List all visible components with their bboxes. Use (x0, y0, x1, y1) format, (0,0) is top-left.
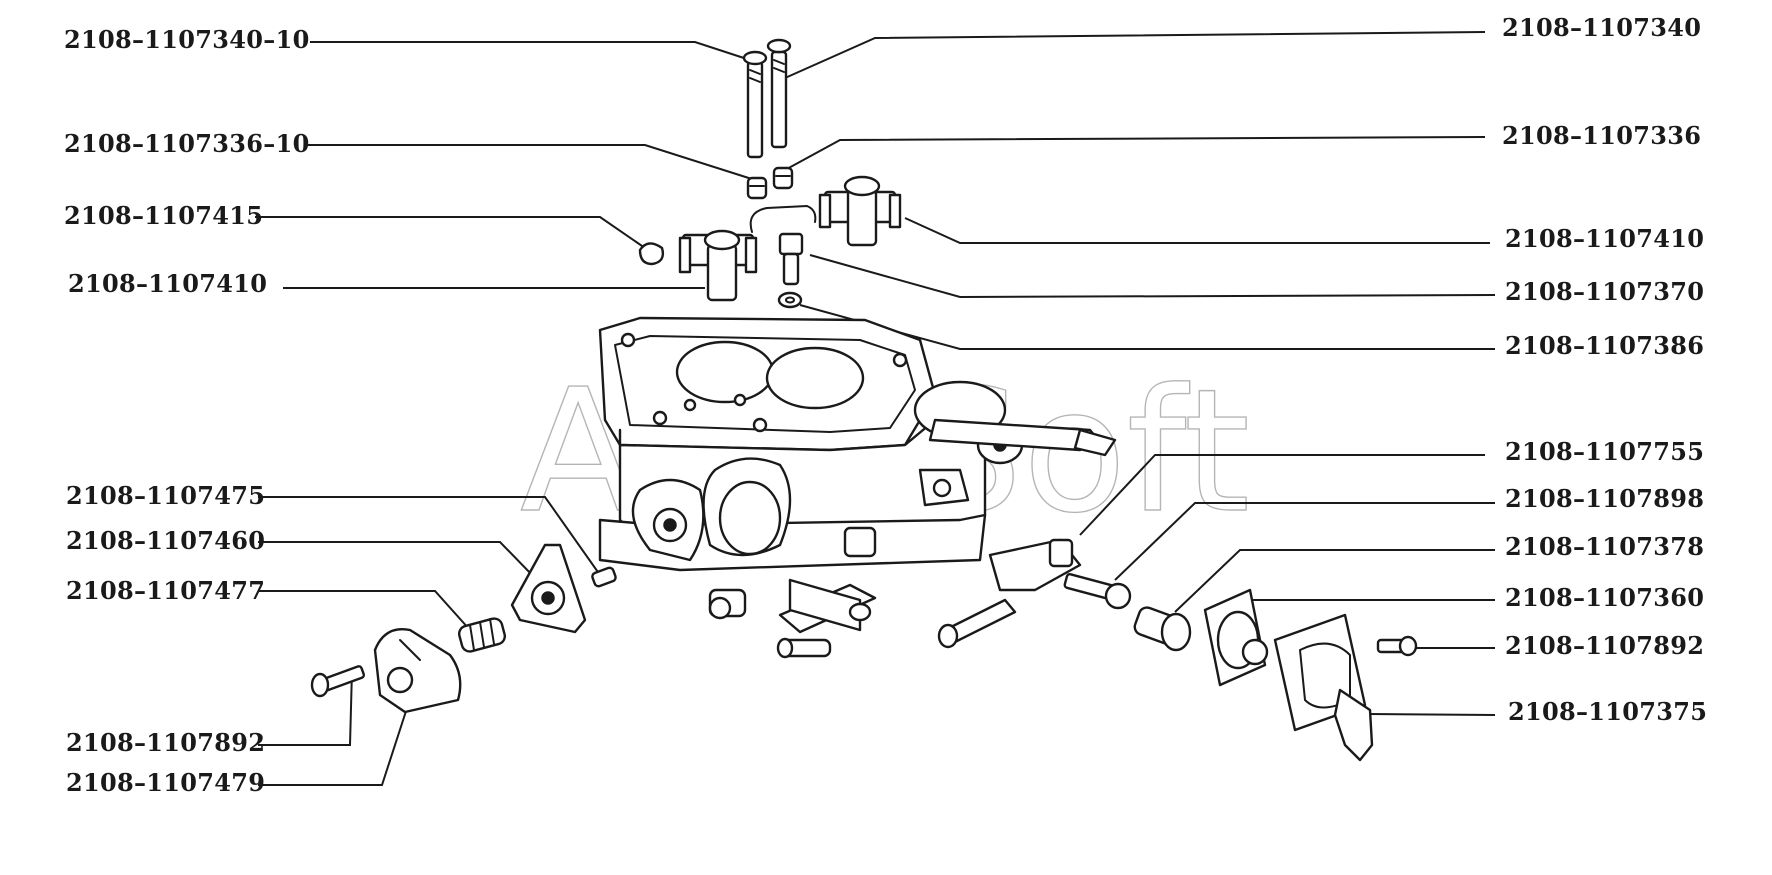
label-2108-1107410-right: 2108–1107410 (1505, 224, 1705, 253)
label-2108-1107410-left: 2108–1107410 (68, 269, 268, 298)
leader-r6 (1079, 454, 1485, 536)
label-2108-1107336-10: 2108–1107336–10 (64, 129, 310, 158)
cover-1107375 (1273, 613, 1374, 762)
leader-r2 (784, 136, 1486, 171)
label-2108-1107336: 2108–1107336 (1502, 121, 1702, 150)
screw-1107898 (1063, 572, 1132, 610)
leader-l2 (305, 144, 756, 181)
washer (777, 291, 803, 309)
emulsion-tubes (742, 38, 792, 159)
leader-l8 (258, 669, 353, 746)
label-2108-1107386: 2108–1107386 (1505, 331, 1705, 360)
leader-l3 (255, 216, 646, 249)
label-2108-1107375: 2108–1107375 (1508, 697, 1708, 726)
screw-1107892-right (1376, 635, 1418, 657)
pump-cover-1107460 (510, 543, 587, 634)
leader-l5 (258, 496, 601, 576)
label-2108-1107340: 2108–1107340 (1502, 13, 1702, 42)
label-2108-1107415: 2108–1107415 (64, 201, 264, 230)
carburetor-body (598, 316, 1117, 659)
needle-valve (749, 205, 817, 286)
label-2108-1107898: 2108–1107898 (1505, 484, 1705, 513)
label-2108-1107378: 2108–1107378 (1505, 532, 1705, 561)
label-2108-1107370: 2108–1107370 (1505, 277, 1705, 306)
leader-r1 (784, 31, 1486, 79)
cover-1107479 (373, 628, 462, 714)
label-2108-1107460: 2108–1107460 (66, 526, 266, 555)
leader-r8 (1174, 549, 1495, 613)
leader-r11 (1367, 713, 1496, 716)
leader-l6 (258, 541, 536, 579)
leader-r7 (1114, 502, 1495, 581)
leader-l1 (310, 41, 751, 61)
label-2108-1107477: 2108–1107477 (66, 576, 266, 605)
valve-1107755 (937, 538, 1082, 649)
label-2108-1107479: 2108–1107479 (66, 768, 266, 797)
label-2108-1107360: 2108–1107360 (1505, 583, 1705, 612)
float-pin (638, 242, 665, 266)
leader-l7 (258, 590, 471, 631)
float-left (678, 229, 758, 302)
jet-1107475 (591, 566, 617, 588)
label-2108-1107892-right: 2108–1107892 (1505, 631, 1705, 660)
screw-1107892-left (310, 665, 366, 698)
float-right (818, 175, 902, 247)
label-2108-1107755: 2108–1107755 (1505, 437, 1705, 466)
label-2108-1107475: 2108–1107475 (66, 481, 266, 510)
label-2108-1107892-left: 2108–1107892 (66, 728, 266, 757)
leader-lines (255, 31, 1496, 786)
spring-1107378 (1133, 606, 1192, 652)
leader-l9 (258, 704, 409, 786)
leader-r3 (904, 217, 1490, 244)
diaphragm-1107360 (1203, 588, 1269, 687)
spring-1107477 (457, 617, 507, 653)
label-2108-1107340-10: 2108–1107340–10 (64, 25, 310, 54)
leader-r4 (809, 254, 1496, 299)
air-jets (746, 166, 794, 200)
